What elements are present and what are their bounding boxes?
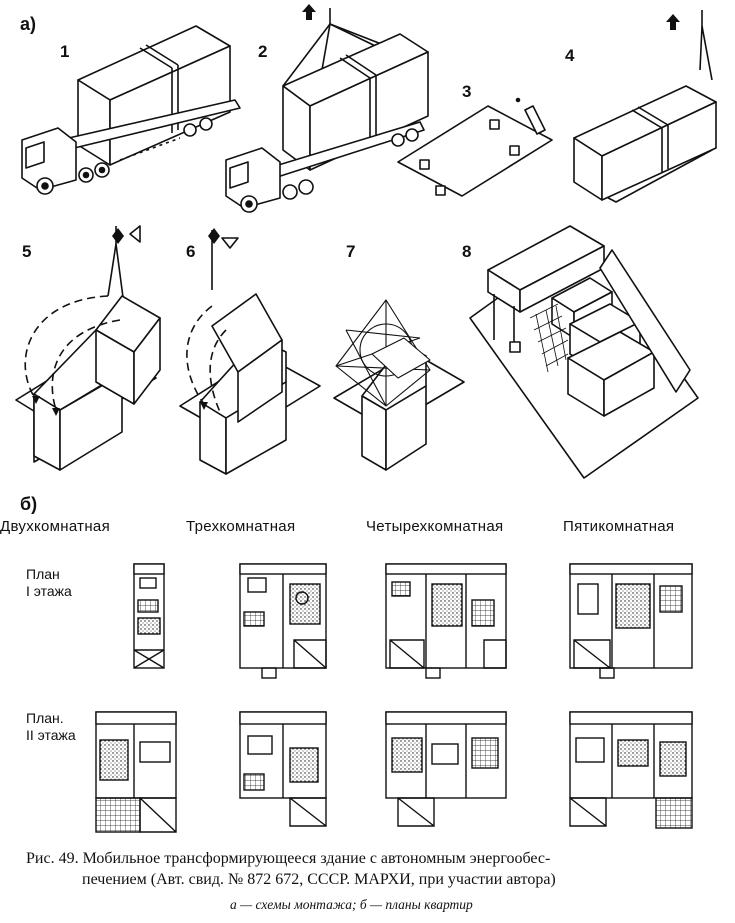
step-6-lowering-module	[179, 228, 321, 475]
plan-four-room-floor-2	[385, 711, 507, 827]
step-number-4: 4	[565, 46, 575, 65]
plan-two-room-floor-1	[133, 563, 165, 669]
step-number-5: 5	[22, 242, 32, 261]
row-label-floor-2: План. II этажа	[26, 710, 76, 744]
step-3-foundation-plate	[397, 97, 553, 197]
plan-five-room-floor-1	[569, 563, 693, 679]
step-7-pyramid-frame	[333, 299, 465, 471]
step-5-rotating-module	[15, 225, 161, 471]
plan-two-room-floor-2	[95, 711, 177, 833]
step-4-module-placed	[573, 10, 717, 203]
caption-legend: а — схемы монтажа; б — планы квартир	[230, 897, 473, 912]
section-b-label: б)	[20, 494, 38, 514]
heading-four-room: Четырехкомнатная	[366, 518, 504, 535]
step-number-6: 6	[186, 242, 196, 261]
caption-line-1: Рис. 49. Мобильное трансформирующееся зд…	[26, 850, 551, 867]
plan-four-room-floor-1	[385, 563, 507, 679]
step-8-assembled-building	[469, 225, 699, 479]
step-number-3: 3	[462, 82, 472, 101]
step-number-8: 8	[462, 242, 472, 261]
step-1-truck-with-module	[21, 25, 241, 195]
plan-three-room-floor-1	[239, 563, 327, 679]
heading-two-room: Двухкомнатная	[0, 518, 110, 535]
plan-three-room-floor-2	[239, 711, 327, 827]
step-number-1: 1	[60, 42, 70, 61]
row-label-floor-2-line1: План.	[26, 710, 64, 726]
assembly-schemes-drawing	[15, 4, 717, 479]
row-label-floor-1-line1: План	[26, 566, 60, 582]
row-label-floor-1: План I этажа	[26, 566, 72, 600]
heading-three-room: Трехкомнатная	[186, 518, 296, 535]
plan-five-room-floor-2	[569, 711, 693, 829]
step-number-2: 2	[258, 42, 268, 61]
row-label-floor-1-line2: I этажа	[26, 583, 72, 599]
heading-five-room: Пятикомнатная	[563, 518, 675, 535]
row-label-floor-2-line2: II этажа	[26, 727, 76, 743]
section-a-label: а)	[20, 14, 37, 34]
step-number-7: 7	[346, 242, 356, 261]
step-2-lifting-module	[225, 4, 429, 213]
caption-line-2: печением (Авт. свид. № 872 672, СССР. МА…	[82, 871, 556, 888]
